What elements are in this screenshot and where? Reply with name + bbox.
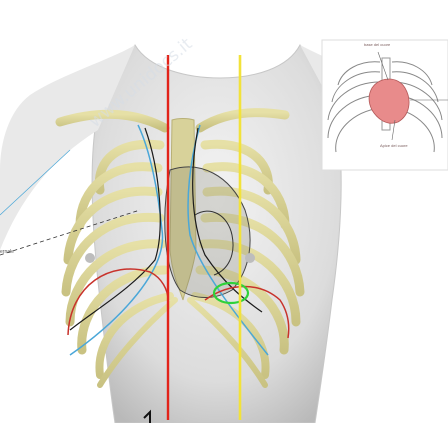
nipple-left xyxy=(85,253,95,263)
side-label: ernale xyxy=(0,249,14,255)
nipple-right xyxy=(245,253,255,263)
inset-label-bottom: Apice del cuore xyxy=(380,143,408,148)
inset-label-top: base del cuore xyxy=(364,42,391,47)
inset-heart-diagram: base del cuore Apice del cuore xyxy=(322,40,448,170)
